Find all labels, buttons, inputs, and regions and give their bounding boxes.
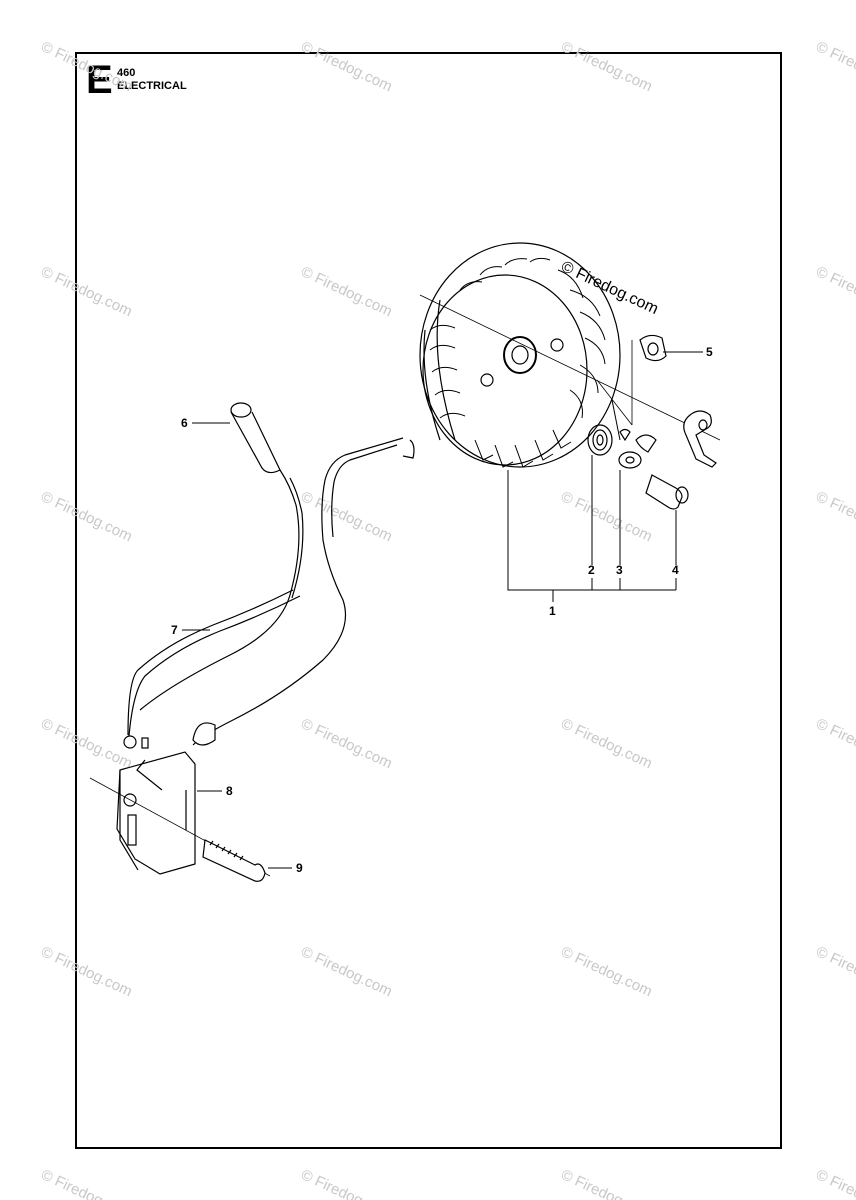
watermark: © Firedog.com bbox=[813, 715, 856, 772]
callouts: 1 2 3 4 5 6 7 8 9 bbox=[171, 345, 713, 875]
watermark: © Firedog.com bbox=[38, 715, 135, 772]
callout-1: 1 bbox=[549, 604, 556, 618]
spark-plug-boot-drawing bbox=[139, 402, 304, 711]
callout-6: 6 bbox=[181, 416, 188, 430]
watermark-layer: © Firedog.com © Firedog.com © Firedog.co… bbox=[38, 38, 856, 1200]
callout-9: 9 bbox=[296, 861, 303, 875]
watermark: © Firedog.com bbox=[813, 1166, 856, 1200]
callout-7: 7 bbox=[171, 623, 178, 637]
watermark: © Firedog.com bbox=[558, 715, 655, 772]
watermark: © Firedog.com bbox=[298, 1166, 395, 1200]
watermark: © Firedog.com bbox=[558, 488, 655, 545]
callout-3: 3 bbox=[616, 563, 623, 577]
callout-8: 8 bbox=[226, 784, 233, 798]
watermark: © Firedog.com bbox=[813, 38, 856, 95]
watermark: © Firedog.com bbox=[813, 263, 856, 320]
callout-4: 4 bbox=[672, 563, 679, 577]
watermark: © Firedog.com bbox=[298, 715, 395, 772]
ground-wire-drawing bbox=[123, 437, 415, 749]
watermark: © Firedog.com bbox=[38, 1166, 135, 1200]
model-number: 460 bbox=[117, 67, 136, 79]
flywheel-drawing bbox=[419, 242, 721, 468]
diagram-frame bbox=[75, 52, 782, 1149]
watermark: © Firedog.com bbox=[813, 488, 856, 545]
watermark: © Firedog.com bbox=[813, 943, 856, 1000]
watermark: © Firedog.com bbox=[38, 38, 135, 95]
watermark: © Firedog.com bbox=[558, 943, 655, 1000]
callout-2: 2 bbox=[588, 563, 595, 577]
watermark: © Firedog.com bbox=[298, 943, 395, 1000]
watermark: © Firedog.com bbox=[38, 263, 135, 320]
watermark: © Firedog.com bbox=[298, 263, 395, 320]
watermark: © Firedog.com bbox=[38, 488, 135, 545]
callout-5: 5 bbox=[706, 345, 713, 359]
ignition-module-drawing bbox=[89, 751, 271, 882]
watermark: © Firedog.com bbox=[558, 38, 655, 95]
watermark: © Firedog.com bbox=[38, 943, 135, 1000]
section-letter: E bbox=[86, 58, 113, 102]
watermark: © Firedog.com bbox=[298, 488, 395, 545]
section-title: ELECTRICAL bbox=[117, 80, 187, 92]
watermark: © Firedog.com bbox=[298, 38, 395, 95]
pawl-assembly-drawing bbox=[587, 334, 717, 510]
leader-lines bbox=[182, 351, 703, 869]
watermark: © Firedog.com bbox=[558, 1166, 655, 1200]
